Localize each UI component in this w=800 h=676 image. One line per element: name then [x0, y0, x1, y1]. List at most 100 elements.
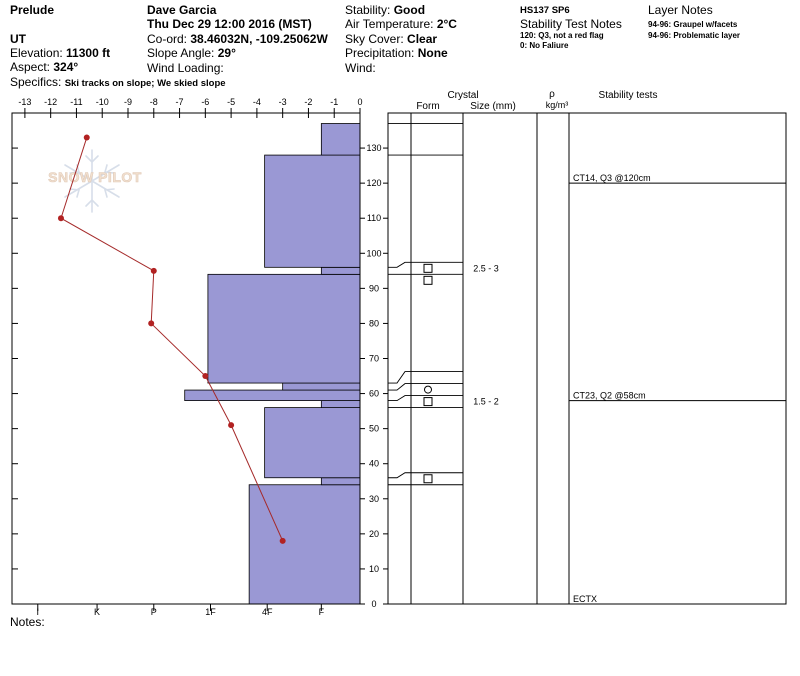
height-tick-label: 80 — [369, 318, 379, 328]
snowpilot-logo: SNOW PILOT — [48, 149, 142, 213]
temperature-point — [57, 215, 64, 222]
logo-text: SNOW PILOT — [48, 169, 142, 185]
hardness-tick-label: K — [94, 607, 100, 617]
stability-test-label: CT23, Q2 @58cm — [573, 391, 646, 401]
location-name: Prelude — [10, 3, 55, 17]
height-tick-label: 70 — [369, 354, 379, 364]
specifics: Specifics: Ski tracks on slope; We skied… — [10, 75, 226, 89]
precipitation: Precipitation: None — [345, 46, 448, 60]
grain-size-label: 1.5 - 2 — [473, 397, 499, 407]
temperature-point — [228, 422, 235, 429]
temp-tick-label: -2 — [304, 97, 312, 107]
layer-boundary — [388, 395, 463, 402]
stability-tests-header: Stability tests — [599, 90, 658, 101]
temperature-point — [279, 537, 286, 544]
height-tick-label: 110 — [367, 213, 381, 223]
crystal-header: Crystal — [447, 90, 478, 101]
wind-loading: Wind Loading: — [147, 61, 224, 75]
density-units: kg/m³ — [546, 100, 569, 110]
grain-form-square-icon — [423, 474, 433, 484]
temp-tick-label: -3 — [279, 97, 287, 107]
temp-tick-label: -4 — [253, 97, 261, 107]
layer-notes-title: Layer Notes — [648, 3, 713, 17]
temp-tick-label: 0 — [357, 97, 362, 107]
hardness-tick-label: P — [151, 607, 157, 617]
sky-cover: Sky Cover: Clear — [345, 32, 438, 46]
stability: Stability: Good — [345, 3, 426, 17]
height-tick-label: 100 — [366, 248, 381, 258]
temperature-point — [150, 267, 157, 274]
stability-test-label: ECTX — [573, 594, 597, 604]
air-temperature: Air Temperature: 2°C — [345, 17, 457, 31]
grain-form-square-icon — [423, 263, 433, 273]
height-tick-label: 50 — [369, 424, 379, 434]
hardness-bar — [248, 484, 361, 605]
hardness-bar — [320, 400, 361, 409]
hardness-bar — [320, 123, 361, 156]
observer-name: Dave Garcia — [147, 3, 217, 17]
height-tick-label: 0 — [371, 599, 376, 609]
layer-note: 94-96: Problematic layer — [648, 31, 741, 40]
hardness-tick-label: F — [319, 607, 325, 617]
layer-boundary — [388, 261, 463, 268]
aspect: Aspect: 324° — [10, 60, 79, 74]
temperature-point — [83, 134, 90, 141]
temp-tick-label: -11 — [70, 97, 82, 107]
height-tick-label: 10 — [369, 564, 379, 574]
layer-table: Crystal Form Size (mm) ρ kg/m³ Stability… — [387, 89, 787, 605]
hardness-bar — [184, 389, 361, 401]
height-tick-label: 60 — [369, 389, 379, 399]
height-tick-label: 120 — [366, 178, 381, 188]
state: UT — [10, 32, 26, 46]
table-rows: 1.5 - 2 2.5 - 3 — [388, 123, 499, 486]
temp-tick-label: -6 — [201, 97, 209, 107]
temp-tick-label: -5 — [227, 97, 235, 107]
pit-id: HS137 SP6 — [520, 5, 570, 16]
stability-notes-title: Stability Test Notes — [520, 17, 622, 31]
temperature-profile — [57, 134, 286, 544]
hardness-bar — [320, 477, 361, 486]
temp-tick-label: -8 — [150, 97, 158, 107]
height-tick-label: 30 — [369, 494, 379, 504]
datetime: Thu Dec 29 12:00 2016 (MST) — [147, 17, 312, 31]
grain-size-label: 2.5 - 3 — [473, 263, 499, 273]
elevation: Elevation: 11300 ft — [10, 46, 111, 60]
height-tick-label: 40 — [369, 459, 379, 469]
density-header: ρ — [549, 89, 555, 100]
temp-tick-label: -12 — [44, 97, 57, 107]
layer-note: 94-96: Graupel w/facets — [648, 20, 738, 29]
hardness-bar — [264, 407, 361, 479]
grain-form-circle-icon — [424, 385, 432, 394]
layer-boundary — [388, 472, 463, 479]
coordinates: Co-ord: 38.46032N, -109.25062W — [147, 32, 328, 46]
temp-tick-label: -13 — [18, 97, 31, 107]
slope-angle: Slope Angle: 29° — [147, 46, 236, 60]
stability-note: 0: No Faliure — [520, 41, 569, 50]
temperature-point — [202, 373, 209, 380]
grain-form-square-icon — [423, 275, 433, 285]
hardness-tick-label: 4F — [262, 607, 273, 617]
layer-boundary — [388, 371, 463, 384]
hardness-bar — [207, 273, 361, 384]
hardness-tick-label: I — [37, 607, 40, 617]
stability-note: 120: Q3, not a red flag — [520, 31, 604, 40]
form-header: Form — [416, 101, 439, 112]
temp-tick-label: -9 — [124, 97, 132, 107]
size-header: Size (mm) — [470, 101, 516, 112]
hardness-tick-label: 1F — [205, 607, 216, 617]
height-tick-label: 130 — [366, 143, 381, 153]
grain-form-square-icon — [423, 397, 433, 407]
hardness-bar — [320, 266, 361, 275]
height-tick-label: 20 — [369, 529, 379, 539]
temp-tick-label: -7 — [176, 97, 184, 107]
hardness-axis: I K P 1F 4F F — [37, 604, 325, 617]
temp-tick-label: -10 — [96, 97, 109, 107]
table-frame — [387, 112, 787, 605]
temp-tick-label: -1 — [330, 97, 338, 107]
hardness-bar — [264, 154, 361, 268]
temperature-point — [148, 320, 155, 327]
